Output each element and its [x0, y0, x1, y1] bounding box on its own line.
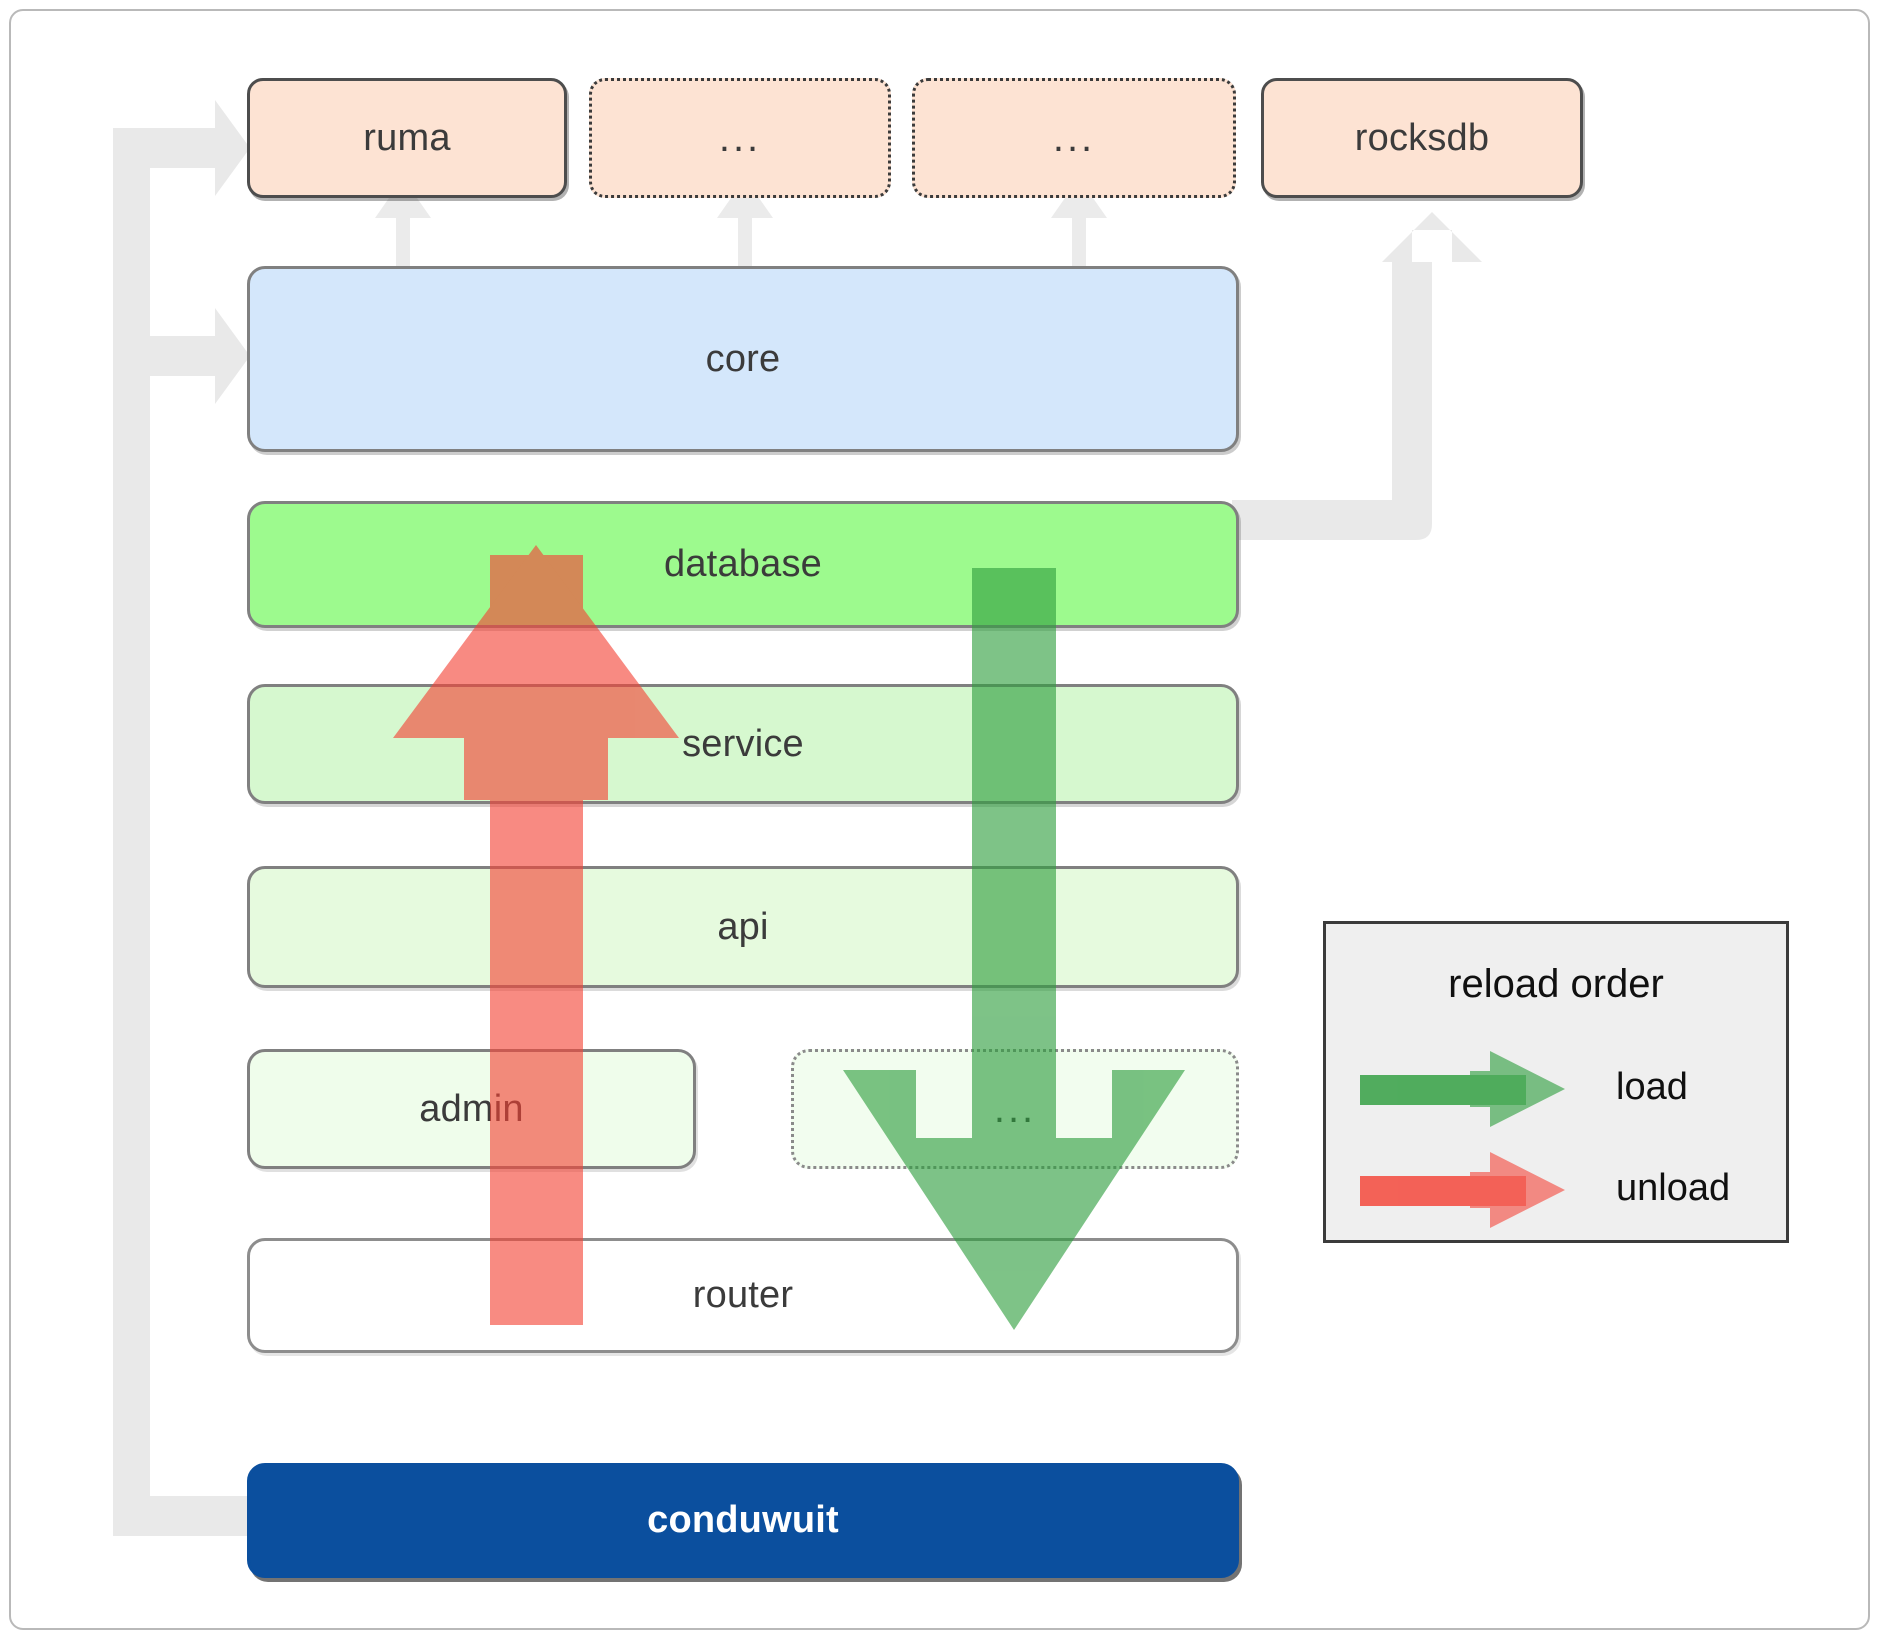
layer-box-service[interactable]: service	[247, 684, 1239, 804]
dep-box-ruma[interactable]: ruma	[247, 78, 567, 198]
layer-box-admin[interactable]: admin	[247, 1049, 696, 1169]
layer-box-router[interactable]: router	[247, 1238, 1239, 1353]
dep-box-ellipsis-1[interactable]: ...	[589, 78, 891, 198]
dep-label-ellipsis-1: ...	[718, 116, 762, 160]
layer-label-ellipsis: ...	[993, 1087, 1037, 1131]
root-box-conduwuit[interactable]: conduwuit	[247, 1463, 1239, 1578]
layer-box-api[interactable]: api	[247, 866, 1239, 988]
dep-box-rocksdb[interactable]: rocksdb	[1261, 78, 1583, 198]
layer-label-database: database	[664, 543, 822, 585]
layer-label-router: router	[692, 1274, 794, 1316]
root-label-conduwuit: conduwuit	[647, 1499, 839, 1541]
dep-label-ellipsis-2: ...	[1052, 116, 1096, 160]
legend-unload-arrow	[1360, 1152, 1565, 1228]
dep-label-ruma: ruma	[363, 116, 451, 159]
legend-title: reload order	[1448, 962, 1664, 1006]
legend-box: reload order load unload	[1323, 921, 1789, 1243]
layer-label-api: api	[717, 905, 769, 948]
layer-label-service: service	[682, 722, 804, 765]
legend-label-load: load	[1616, 1066, 1688, 1108]
diagram-frame	[9, 9, 1870, 1630]
layer-box-core[interactable]: core	[247, 266, 1239, 452]
layer-label-core: core	[705, 337, 781, 380]
dep-label-rocksdb: rocksdb	[1354, 116, 1490, 159]
legend-label-unload: unload	[1616, 1167, 1731, 1209]
layer-label-admin: admin	[419, 1087, 524, 1130]
dep-box-ellipsis-2[interactable]: ...	[912, 78, 1236, 198]
layer-box-database[interactable]: database	[247, 501, 1239, 628]
layer-box-ellipsis[interactable]: ...	[791, 1049, 1239, 1169]
legend-load-arrow	[1360, 1051, 1565, 1127]
